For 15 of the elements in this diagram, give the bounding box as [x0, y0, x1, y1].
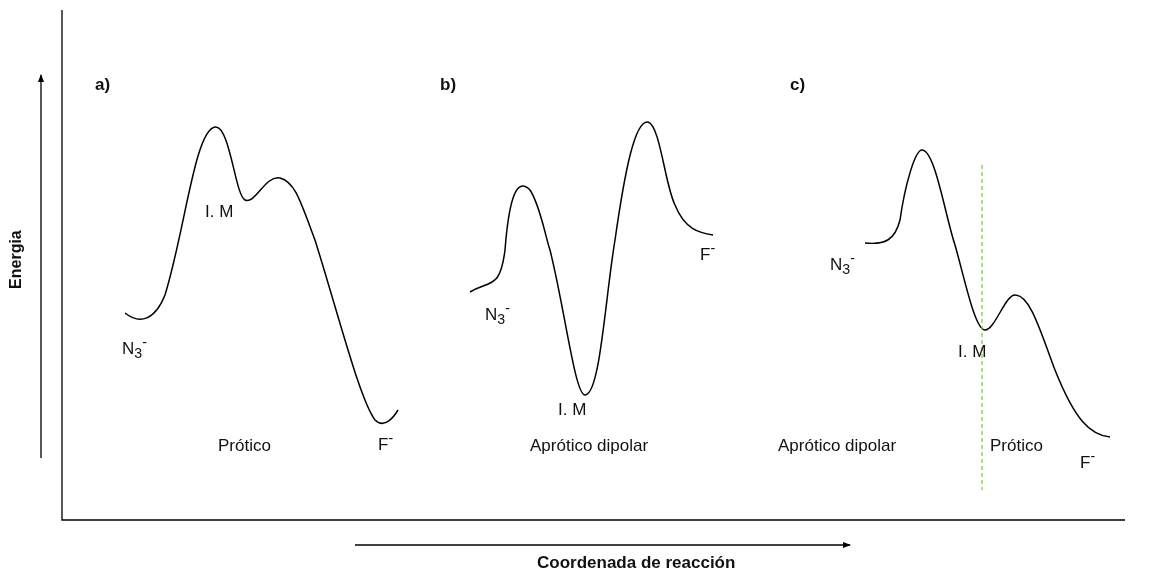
solvent-label: Prótico — [218, 436, 271, 457]
intermediate-label: I. M — [958, 342, 987, 363]
species-label: F$^{-}$ — [700, 240, 716, 266]
axis-title: Coordenada de reacción — [537, 553, 736, 569]
species-label: F$^{-}$ — [378, 430, 394, 456]
solvent-label: Prótico — [990, 436, 1043, 457]
intermediate-label: I. M — [205, 202, 234, 223]
axis-title: Energia — [5, 230, 25, 289]
panel-letter: c) — [790, 75, 806, 96]
solvent-label: Aprótico dipolar — [778, 436, 897, 457]
solvent-label: Aprótico dipolar — [530, 436, 649, 457]
species-label: F$^{-}$ — [1080, 448, 1096, 474]
panel-letter: a) — [95, 75, 111, 96]
intermediate-label: I. M — [558, 400, 587, 421]
panel-letter: b) — [440, 75, 457, 96]
